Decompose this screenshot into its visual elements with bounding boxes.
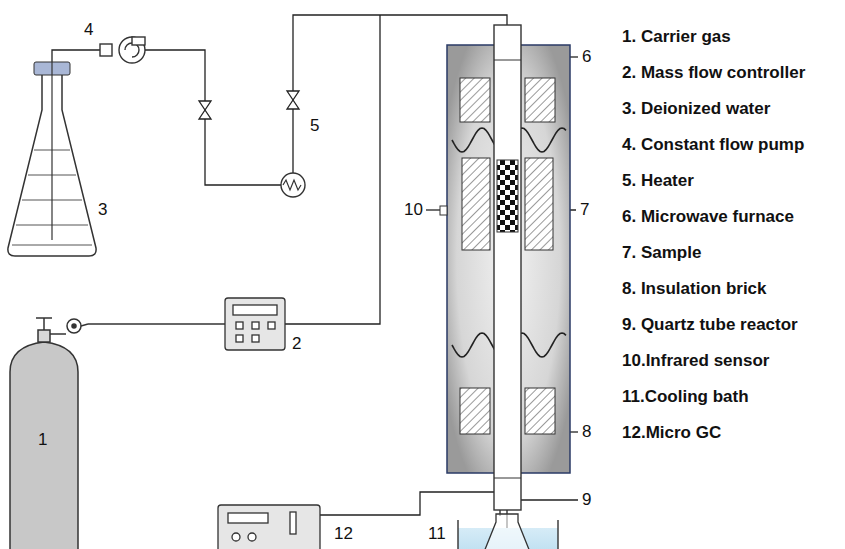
legend-entry: 3. Deionized water (622, 99, 770, 119)
callout-number: 9 (582, 490, 591, 510)
mass-flow-controller (225, 298, 285, 350)
callout-number: 7 (580, 200, 589, 220)
water-flask (8, 62, 96, 256)
legend-entry: 6. Microwave furnace (622, 207, 794, 227)
legend-entry: 9. Quartz tube reactor (622, 315, 798, 335)
heater (281, 173, 305, 197)
leader-line (570, 431, 578, 432)
callout-number: 12 (334, 524, 353, 544)
quartz-tube (494, 478, 521, 479)
legend-entry: 12.Micro GC (622, 423, 721, 443)
leader-line (521, 499, 578, 500)
pipe (52, 50, 100, 62)
pump (100, 37, 145, 63)
gas-cylinder (10, 318, 225, 549)
legend-entry: 5. Heater (622, 171, 694, 191)
callout-number: 1 (38, 430, 47, 450)
callout-number: 3 (98, 200, 107, 220)
callout-number: 8 (582, 422, 591, 442)
legend-entry: 1. Carrier gas (622, 27, 731, 47)
valve (287, 91, 299, 109)
callout-number: 4 (84, 20, 93, 40)
callout-number: 6 (582, 47, 591, 67)
legend-entry: 4. Constant flow pump (622, 135, 804, 155)
leader-line (570, 56, 578, 57)
leader-line (426, 209, 440, 210)
quartz-tube (494, 25, 521, 510)
pipe (144, 50, 281, 185)
callout-number: 2 (292, 334, 301, 354)
legend-entry: 2. Mass flow controller (622, 63, 805, 83)
micro-gc (218, 505, 320, 549)
callout-number: 10 (404, 200, 423, 220)
legend-entry: 10.Infrared sensor (622, 351, 769, 371)
callout-number: 5 (310, 116, 319, 136)
legend-entry: 11.Cooling bath (622, 387, 749, 407)
pipe (285, 15, 380, 324)
sample (497, 160, 518, 232)
legend-entry: 7. Sample (622, 243, 701, 263)
infrared-sensor (440, 206, 447, 215)
pipe (320, 492, 500, 516)
legend-entry: 8. Insulation brick (622, 279, 767, 299)
cooling-bath (458, 514, 558, 549)
pipe-lines (52, 15, 578, 535)
valve (199, 101, 211, 119)
callout-number: 11 (428, 524, 446, 544)
quartz-tube (494, 60, 521, 61)
